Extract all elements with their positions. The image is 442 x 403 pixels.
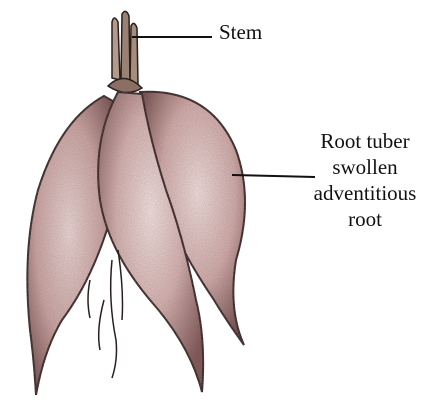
stem (108, 11, 142, 92)
root-tuber-label-line-3: adventitious (290, 180, 440, 206)
fibrous-roots (88, 250, 123, 378)
root-tuber-label-line-1: Root tuber (290, 128, 440, 154)
root-tuber-label: Root tuber swollen adventitious root (290, 128, 440, 232)
stem-label: Stem (219, 19, 262, 45)
root-tuber-label-line-4: root (290, 206, 440, 232)
root-tuber-label-line-2: swollen (290, 154, 440, 180)
